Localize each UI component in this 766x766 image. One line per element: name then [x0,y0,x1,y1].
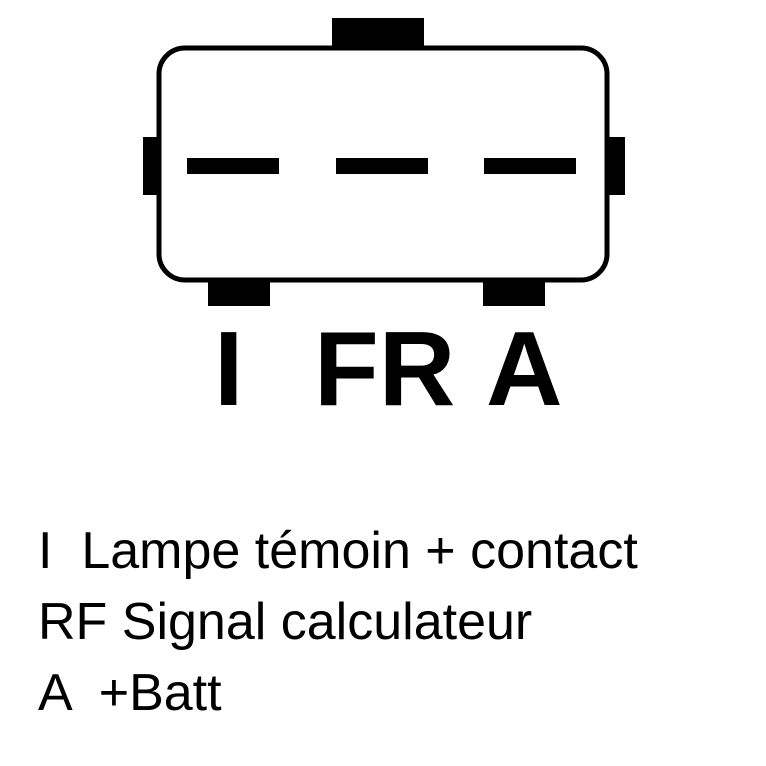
terminal-slot-i [187,158,279,174]
pin-label-a: A [486,310,563,428]
terminal-slot-fr [336,158,428,174]
legend-line-rf: RF Signal calculateur [38,593,533,651]
pin-label-i: I [214,310,244,428]
pin-label-fr: FR [314,310,456,428]
legend-line-a: A +Batt [38,664,222,722]
legend-line-i: I Lampe témoin + contact [38,522,638,580]
terminal-slot-a [484,158,576,174]
connector-top-tab [332,18,424,50]
